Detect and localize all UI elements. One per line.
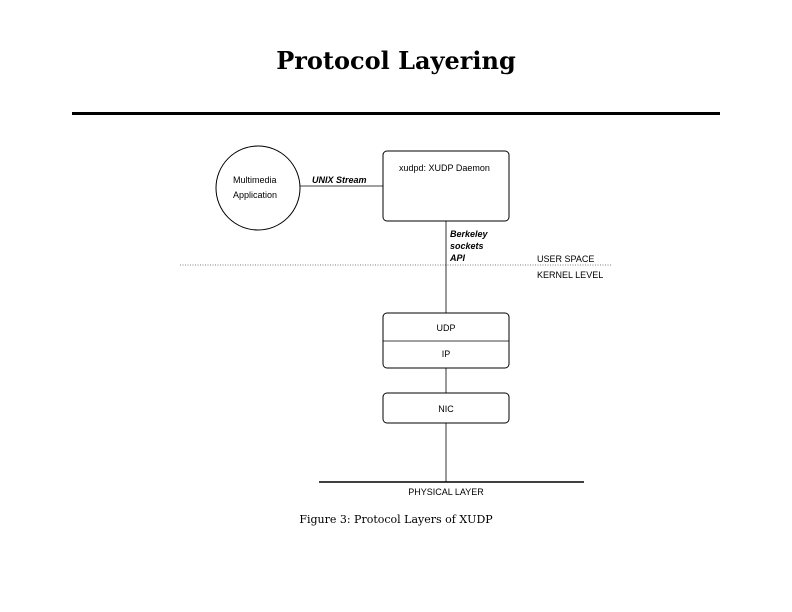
ip-label: IP [441,349,451,359]
physical-layer-label: PHYSICAL LAYER [408,487,484,497]
nic-label: NIC [438,404,454,414]
api-label-line2: sockets [450,241,484,251]
api-label-line1: Berkeley [450,229,488,239]
udp-label: UDP [436,323,456,333]
api-label-line3: API [450,253,466,263]
unix-stream-label: UNIX Stream [312,175,367,185]
application-node [215,145,301,231]
application-label-line1: Multimedia [233,175,277,185]
figure-caption: Figure 3: Protocol Layers of XUDP [299,513,493,526]
application-label-line2: Application [233,190,278,200]
kernel-level-label: KERNEL LEVEL [537,270,604,280]
title-rule [72,112,720,115]
daemon-box-label: xudpd: XUDP Daemon [399,163,490,173]
user-space-label: USER SPACE [537,254,595,264]
page-title: Protocol Layering [276,46,516,75]
